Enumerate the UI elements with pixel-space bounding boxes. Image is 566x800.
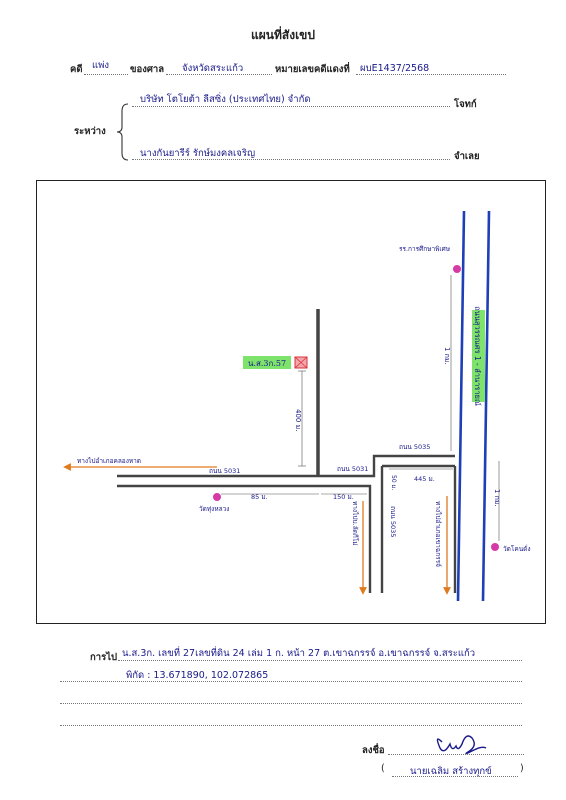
target-label: น.ส.3ก.57 bbox=[248, 359, 286, 368]
road-mid-label: ถนน 5031 bbox=[337, 465, 368, 473]
signer-underline bbox=[392, 776, 518, 777]
highway-left-line bbox=[456, 210, 466, 602]
route-underline-1 bbox=[118, 660, 522, 661]
highway-right-line bbox=[481, 210, 491, 602]
dir-south-label: ทางไปบ.ลัดกีโม่ bbox=[351, 501, 359, 546]
dist-highway-north: 1 กม. bbox=[443, 347, 451, 365]
case-no-underline bbox=[356, 74, 506, 75]
court-name: จังหวัดสระแก้ว bbox=[182, 63, 244, 74]
route-underline-4 bbox=[60, 725, 522, 726]
plaintiff-name: บริษัท โตโยต้า ลีสซิ่ง (ประเทศไทย) จำกัด bbox=[140, 94, 311, 105]
coords: พิกัด : 13.671890, 102.072865 bbox=[126, 670, 269, 681]
case-label: คดี bbox=[70, 64, 83, 75]
route-underline-2 bbox=[60, 681, 522, 682]
road-junction-label: ถนน 5035 bbox=[399, 443, 430, 451]
sign-underline bbox=[388, 754, 524, 755]
road-south-label: ถนน 5035 bbox=[389, 506, 397, 537]
highway-label: ถนนสุวรรณศร 1 - ลำนารายณ์ bbox=[473, 306, 482, 406]
dist-highway-south: 1 กม. bbox=[493, 489, 501, 507]
defendant-name: นางกันยารีร์ รักษ์มงคลเจริญ bbox=[140, 148, 256, 159]
signature-icon bbox=[436, 735, 487, 755]
dist-small: 50 ม. bbox=[390, 475, 397, 490]
dist-east-seg: 445 ม. bbox=[414, 475, 435, 483]
case-no-label: หมายเลขคดีแดงที่ bbox=[275, 64, 350, 75]
defendant-underline bbox=[132, 159, 450, 160]
dist-north-spur: 400 ม. bbox=[294, 409, 302, 431]
brace-icon bbox=[116, 103, 129, 161]
route-label: การไป bbox=[90, 652, 117, 663]
case-type: แพ่ง bbox=[92, 60, 110, 71]
temple-right-pin-icon bbox=[491, 543, 499, 551]
plaintiff-role: โจทก์ bbox=[454, 99, 477, 110]
temple-top-pin-icon bbox=[453, 265, 461, 273]
court-underline bbox=[166, 74, 272, 75]
highway-highlight bbox=[472, 310, 485, 402]
signer-close-paren: ) bbox=[520, 763, 524, 774]
road-5031-south-edge bbox=[117, 484, 372, 593]
dir-south-east-label: ทางไปอำเภอเขาฉกรรจ์ bbox=[434, 501, 442, 567]
map-frame: ถนนสุวรรณศร 1 - ลำนารายณ์ น.ส.3ก.57 400 … bbox=[36, 180, 546, 624]
dist-mid-seg: 150 ม. bbox=[333, 493, 354, 501]
temple-top-label: รร.การศึกษาพิเศษ bbox=[399, 245, 451, 253]
court-label: ของศาล bbox=[130, 64, 165, 75]
between-label: ระหว่าง bbox=[74, 126, 106, 137]
dir-west-label: ทางไปอำเภอคลองหาด bbox=[77, 457, 141, 465]
plaintiff-underline bbox=[132, 106, 450, 107]
page-title: แผนที่สังเขป bbox=[251, 28, 315, 42]
case-type-underline bbox=[84, 74, 128, 75]
map-drawing: ถนนสุวรรณศร 1 - ลำนารายณ์ น.ส.3ก.57 400 … bbox=[63, 210, 531, 602]
route-text: น.ส.3ก. เลขที่ 27เลขที่ดิน 24 เล่ม 1 ก. … bbox=[122, 648, 476, 659]
temple-left-pin-icon bbox=[213, 493, 221, 501]
signer-name: นายเฉลิม สร้างทุกข์ bbox=[410, 766, 492, 777]
temple-right-label: วัดโคนดั่ง bbox=[503, 544, 531, 553]
dist-west-seg: 85 ม. bbox=[251, 493, 268, 501]
road-west-label: ถนน 5031 bbox=[209, 467, 240, 475]
highway-label-group: ถนนสุวรรณศร 1 - ลำนารายณ์ bbox=[472, 306, 485, 406]
case-no: ผบE1437/2568 bbox=[360, 63, 430, 74]
road-5031-north-edge bbox=[117, 454, 455, 478]
sign-label: ลงชื่อ bbox=[362, 745, 385, 756]
defendant-role: จำเลย bbox=[454, 151, 480, 162]
temple-left-label: วัดทุ่งหลวง bbox=[199, 505, 229, 513]
target-highlight bbox=[243, 356, 291, 369]
route-underline-3 bbox=[60, 703, 522, 704]
signer-open-paren: ( bbox=[381, 763, 385, 774]
